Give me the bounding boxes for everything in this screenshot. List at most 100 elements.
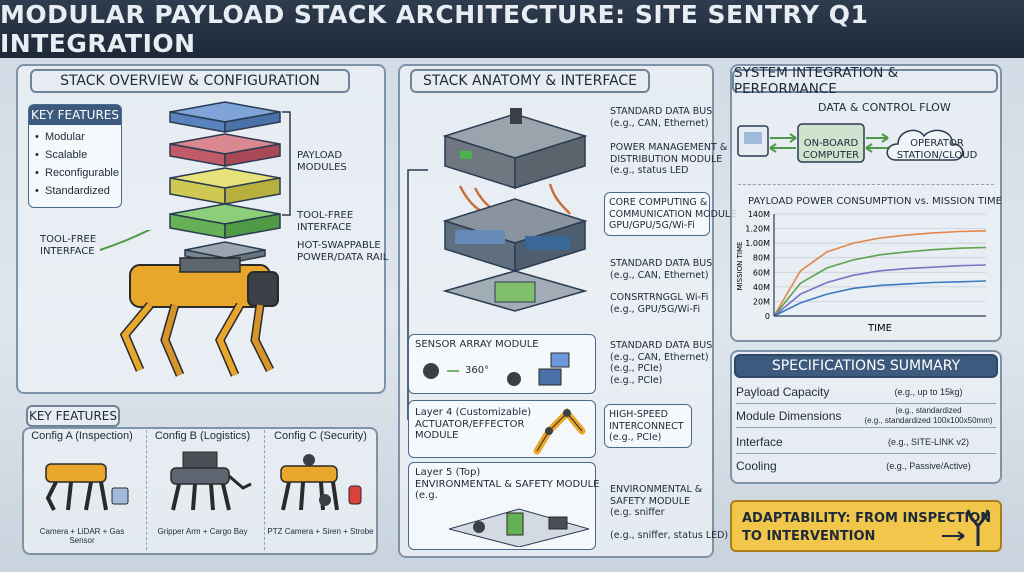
chart-series-line-4 <box>773 280 987 317</box>
callout-bus2: STANDARD DATA BUS (e.g., CAN, Ethernet) <box>610 258 713 281</box>
layer4-label: Layer 4 (Customizable) ACTUATOR/EFFECTOR… <box>415 407 532 441</box>
callout-bus1: STANDARD DATA BUS (e.g., CAN, Ethernet) <box>610 106 713 129</box>
callout-lines-left <box>282 111 291 216</box>
config-b-robot <box>170 451 252 511</box>
callout-env: ENVIRONMENTAL & SAFETY MODULE (e.g. snif… <box>610 484 729 541</box>
actuator-arm-icon <box>533 407 586 455</box>
chart-series-line-1 <box>773 230 987 317</box>
payload-modules-label: PAYLOAD MODULES <box>297 150 347 173</box>
config-c: Config C (Security) PTZ Camera + Siren +… <box>264 430 376 550</box>
chart-y-tick-label: 40M <box>753 283 770 292</box>
chart-y-tick-label: 60M <box>753 268 770 277</box>
tool-free-label-left: TOOL-FREE INTERFACE <box>40 234 97 257</box>
feature-item: Reconfigurable <box>35 164 121 182</box>
callout-power: POWER MANAGEMENT & DISTRIBUTION MODULE (… <box>610 142 728 176</box>
flow-title: DATA & CONTROL FLOW <box>818 101 951 114</box>
configs-panel <box>22 427 378 555</box>
module-green <box>169 203 281 239</box>
operator-label: OPERATOR STATION/CLOUD <box>896 138 978 161</box>
chart-y-tick-label: 1.00M <box>745 239 770 248</box>
callout-highspeed: HIGH-SPEED INTERCONNECT (e.g., PCIe) <box>609 409 684 443</box>
chart-divider <box>738 184 994 185</box>
specs-title: SPECIFICATIONS SUMMARY <box>734 354 998 378</box>
spec-key: Payload Capacity <box>736 384 830 399</box>
chart-xlabel: TIME <box>867 323 892 334</box>
sensor-array-devices <box>423 352 570 386</box>
module-yellow <box>169 167 281 205</box>
left-header: STACK OVERVIEW & CONFIGURATION <box>30 69 350 93</box>
layer5-label: Layer 5 (Top) ENVIRONMENTAL & SAFETY MOD… <box>415 467 600 501</box>
feature-item: Modular <box>35 128 121 146</box>
config-c-name: Config C (Security) <box>274 430 367 442</box>
power-module <box>442 108 588 190</box>
config-b: Config B (Logistics) Gripper Arm + Cargo… <box>146 430 258 550</box>
chart-y-tick-label: 20M <box>753 297 770 306</box>
spec-row: Cooling (e.g., Passive/Active) <box>736 454 996 478</box>
spec-row: Payload Capacity (e.g., up to 15kg) <box>736 380 996 404</box>
sensor-array-degree: 360° <box>465 365 490 376</box>
env-safety-devices <box>449 508 589 547</box>
config-b-caption: Gripper Arm + Cargo Bay <box>157 527 248 536</box>
features-list: Modular Scalable Reconfigurable Standard… <box>29 125 121 200</box>
chart-ylabel: MISSION TIME <box>736 242 744 291</box>
right-panel-top <box>730 64 1002 342</box>
spec-value: (e.g., Passive/Active) <box>886 461 971 471</box>
config-c-robot <box>280 454 362 511</box>
spec-row: Module Dimensions (e.g., standardized (e… <box>736 404 996 428</box>
callout-highspeed-box: HIGH-SPEED INTERCONNECT (e.g., PCIe) <box>604 404 692 448</box>
page-title: MODULAR PAYLOAD STACK ARCHITECTURE: SITE… <box>0 0 869 58</box>
onboard-label: ON-BOARD COMPUTER <box>802 138 860 161</box>
chart-series-line-2 <box>773 246 987 317</box>
features-box: KEY FEATURES Modular Scalable Reconfigur… <box>28 104 122 208</box>
arrow-green <box>99 230 152 251</box>
power-consumption-chart: 0 20M 40M 60M 80M 1.00M 1.20M 140M MISSION TIME… <box>736 210 987 334</box>
layer5-box: Layer 5 (Top) ENVIRONMENTAL & SAFETY MOD… <box>408 462 600 550</box>
adaptability-icons <box>942 509 990 546</box>
config-a: Config A (Inspection) Camera + LiDAR + G… <box>26 430 138 550</box>
stack-anatomy-illustration <box>442 108 588 312</box>
callout-bus3: STANDARD DATA BUS (e.g., CAN, Ethernet) … <box>610 340 713 386</box>
spec-key: Interface <box>736 434 783 449</box>
chart-title: PAYLOAD POWER CONSUMPTION vs. MISSION TI… <box>748 196 1002 207</box>
config-b-name: Config B (Logistics) <box>154 430 251 442</box>
spec-value: (e.g., standardized (e.g., standardized … <box>864 405 993 425</box>
tool-free-label-right: TOOL-FREE INTERFACE <box>297 210 354 233</box>
gripper-icon <box>966 509 990 546</box>
layer4-box: Layer 4 (Customizable) ACTUATOR/EFFECTOR… <box>408 400 596 458</box>
chart-y-tick-label: 140M <box>748 210 770 219</box>
config-a-caption: Camera + LiDAR + Gas Sensor <box>39 527 125 545</box>
core-module <box>442 198 588 273</box>
callout-garbled: CONSRTRNGGL Wi-Fi (e.g., GPU/5G/Wi-Fi <box>610 292 709 315</box>
onboard-computer-box <box>797 123 865 163</box>
module-red <box>169 133 281 167</box>
spec-key: Cooling <box>736 459 777 473</box>
callout-core: CORE COMPUTING & COMMUNICATION MODULE GP… <box>609 197 737 231</box>
adaptability-banner: ADAPTABILITY: FROM INSPECTION TO INTERVE… <box>730 500 1002 552</box>
spec-row: Interface (e.g., SITE-LINK v2) <box>736 430 996 454</box>
configs-title: KEY FEATURES <box>26 405 120 427</box>
config-a-robot <box>45 463 129 511</box>
title-bar: MODULAR PAYLOAD STACK ARCHITECTURE: SITE… <box>0 0 1024 58</box>
chart-y-tick-label: 1.20M <box>745 225 770 234</box>
spec-value: (e.g., SITE-LINK v2) <box>887 436 970 447</box>
feature-item: Standardized <box>35 182 121 200</box>
features-title: KEY FEATURES <box>29 105 121 125</box>
payload-stack-illustration <box>169 101 281 265</box>
spec-key: Module Dimensions <box>736 408 842 423</box>
chart-y-tick-label: 0 <box>765 312 770 321</box>
sensor-array-box: SENSOR ARRAY MODULE 360° <box>408 334 596 394</box>
feature-item: Scalable <box>35 146 121 164</box>
callout-core-box: CORE COMPUTING & COMMUNICATION MODULE GP… <box>604 192 736 236</box>
middle-header: STACK ANATOMY & INTERFACE <box>410 69 650 93</box>
spec-value: (e.g., up to 15kg) <box>894 386 963 397</box>
chart-series-line-3 <box>773 264 987 317</box>
sensor-array-label: SENSOR ARRAY MODULE <box>415 339 539 350</box>
board-module <box>442 270 588 312</box>
specs-table: Payload Capacity (e.g., up to 15kg) Modu… <box>730 380 1002 480</box>
config-c-caption: PTZ Camera + Siren + Strobe <box>267 527 374 536</box>
config-a-name: Config A (Inspection) <box>31 430 133 442</box>
chart-y-tick-label: 80M <box>753 254 770 263</box>
data-flow-diagram <box>737 123 964 163</box>
module-blue <box>169 101 281 133</box>
cloud-icon <box>886 129 964 161</box>
